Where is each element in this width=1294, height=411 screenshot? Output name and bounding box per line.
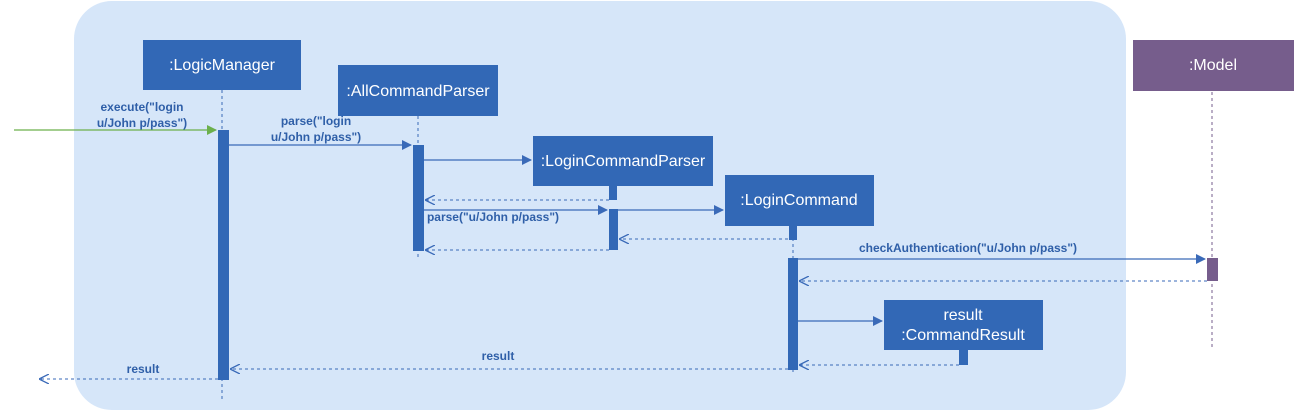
login-command-parser-label: :LoginCommandParser	[541, 153, 706, 170]
execute-label-line1: execute("login	[100, 100, 183, 114]
logic-manager-box	[143, 40, 301, 90]
model-label: :Model	[1189, 57, 1237, 74]
login-command-parser-box	[533, 136, 713, 186]
parse-login-label: parse("u/John p/pass")	[427, 210, 559, 224]
parse-label-line2: u/John p/pass")	[271, 130, 361, 144]
activation-login-command-initial	[789, 226, 797, 240]
model-box	[1133, 40, 1294, 91]
check-authentication-label: checkAuthentication("u/John p/pass")	[859, 241, 1077, 255]
all-command-parser-label: :AllCommandParser	[346, 83, 490, 100]
activation-all-command-parser	[413, 145, 424, 251]
all-command-parser-box	[338, 65, 498, 116]
command-result-label-line2: :CommandResult	[901, 327, 1025, 344]
activation-login-command-parser-initial	[609, 186, 617, 200]
logic-manager-label: :LogicManager	[169, 57, 276, 74]
execute-label-line2: u/John p/pass")	[97, 116, 187, 130]
result-to-caller-label: result	[127, 362, 160, 376]
activation-logic-manager	[218, 130, 229, 380]
activation-login-command-parser	[609, 209, 618, 250]
login-command-box	[725, 175, 874, 226]
activation-login-command	[788, 258, 798, 370]
activation-model	[1207, 258, 1218, 281]
activation-command-result	[959, 350, 968, 365]
command-result-label-line1: result	[943, 307, 983, 324]
login-command-label: :LoginCommand	[740, 192, 857, 209]
command-result-box	[884, 300, 1043, 350]
result-to-logic-manager-label: result	[482, 349, 515, 363]
parse-label-line1: parse("login	[281, 114, 351, 128]
